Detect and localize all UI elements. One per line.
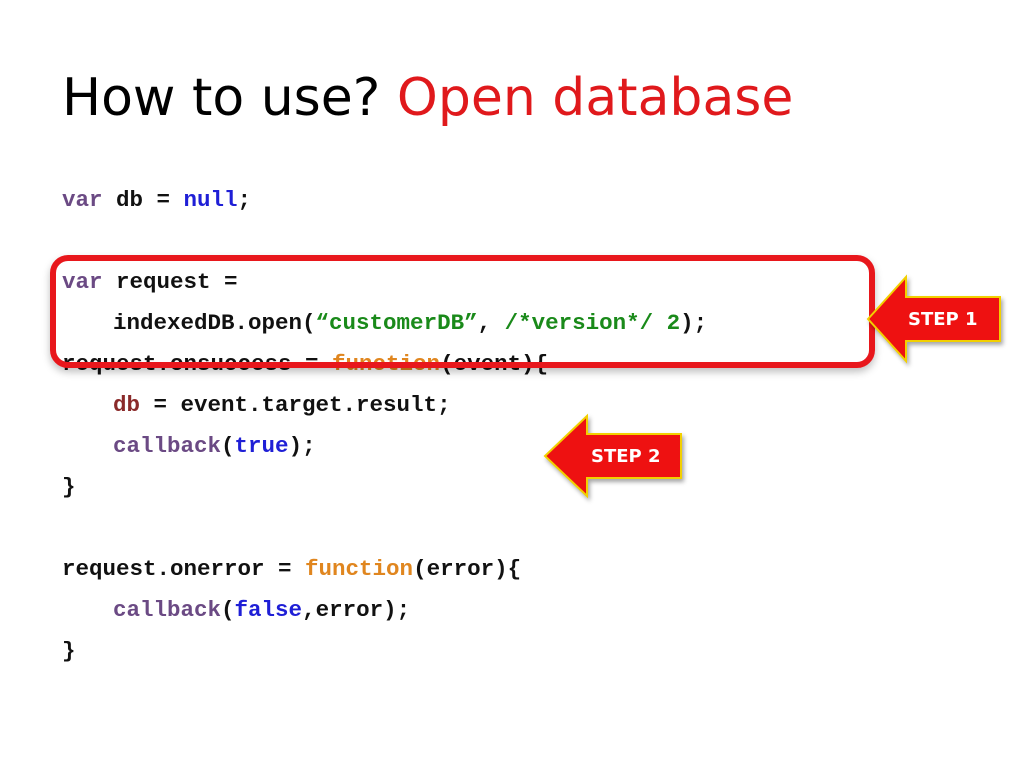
code-token: true (234, 433, 289, 459)
code-token: ); (680, 310, 708, 336)
code-token: false (234, 597, 303, 623)
code-token: “customerDB” (315, 310, 478, 336)
code-token: } (62, 474, 76, 500)
step-2-label: STEP 2 (591, 446, 661, 467)
code-token: = event.target.result; (140, 392, 451, 418)
code-token: callback (113, 597, 222, 623)
code-line-10: request.onerror = function(error){ (62, 549, 707, 590)
code-token: ; (237, 187, 252, 213)
code-token: callback (113, 433, 222, 459)
code-line-8: } (62, 467, 707, 508)
code-token: (error){ (413, 556, 522, 582)
code-token: } (62, 638, 76, 664)
code-token: ( (221, 597, 235, 623)
code-line-12: } (62, 631, 707, 672)
left-arrow-icon (866, 274, 1001, 364)
code-token: ( (221, 433, 235, 459)
code-token: ); (288, 433, 316, 459)
code-token: var (62, 269, 103, 295)
code-token: /*version*/ 2 (504, 310, 681, 336)
step-2-callout: STEP 2 (543, 413, 685, 499)
code-token: function (305, 556, 414, 582)
left-arrow-icon (543, 413, 682, 499)
code-line-6: db = event.target.result; (62, 385, 707, 426)
code-token: ,error); (302, 597, 411, 623)
highlight-box (50, 255, 875, 368)
code-token: indexedDB.open( (113, 310, 316, 336)
code-token: db (113, 392, 141, 418)
slide-title: How to use? Open database (62, 62, 793, 134)
title-main: How to use? (62, 68, 381, 128)
code-line-11: callback(false,error); (62, 590, 707, 631)
code-token: request.onerror = (62, 556, 306, 582)
code-line-7: callback(true); (62, 426, 707, 467)
code-line-4: indexedDB.open(“customerDB”, /*version*/… (62, 303, 707, 344)
step-1-label: STEP 1 (908, 309, 978, 330)
code-token: request = (102, 269, 238, 295)
code-token: , (477, 310, 505, 336)
code-line-9 (62, 508, 707, 549)
code-token: var (62, 187, 103, 213)
code-token: null (183, 187, 238, 213)
code-token: db = (102, 187, 184, 213)
code-line-3: var request = (62, 262, 707, 303)
code-line-1: var db = null; (62, 180, 707, 221)
step-1-callout: STEP 1 (866, 274, 1004, 364)
title-accent: Open database (396, 68, 794, 128)
